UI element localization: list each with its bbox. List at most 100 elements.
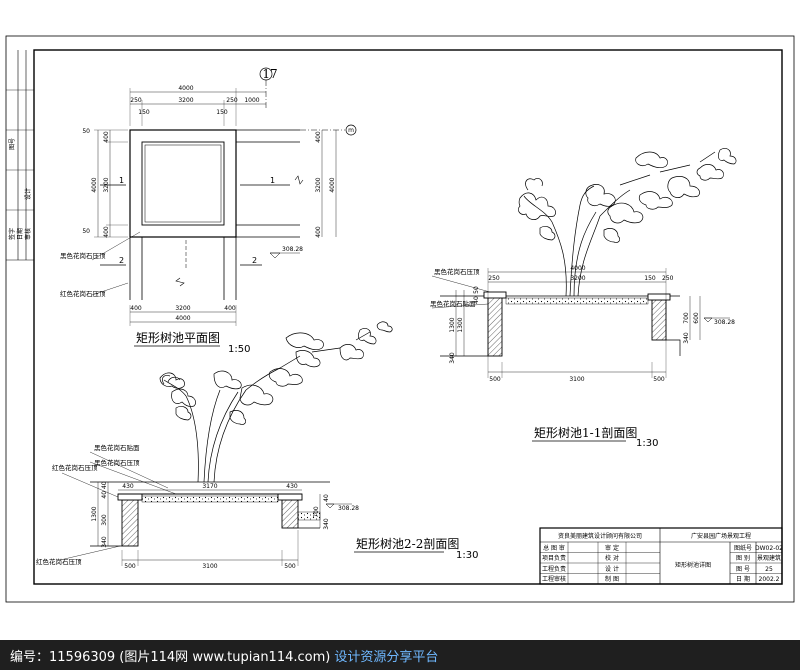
drawing-name: 矩形树池详图	[675, 561, 711, 569]
margin-label: 签字	[8, 228, 16, 240]
tb-value: 景观建筑	[757, 554, 781, 562]
tb-label: 制 图	[605, 575, 619, 583]
dim: 150	[216, 109, 228, 116]
dim: 250	[226, 97, 238, 104]
dim: 40 40	[101, 481, 108, 498]
dim: 1000	[244, 97, 259, 104]
dim: 400	[315, 226, 322, 238]
axis-17-label: 17	[262, 67, 277, 81]
dim: 500	[653, 376, 665, 383]
axis-m-label: m	[348, 127, 354, 134]
section-1-1-texts: 4000 250 3200 150 250 1300 1300 50 40 34…	[430, 265, 735, 449]
dim: 3170	[202, 483, 217, 490]
dim: 250	[662, 275, 674, 282]
label-red-cap: 红色花岗石压顶	[52, 463, 98, 472]
dim: 150	[644, 275, 656, 282]
tb-label: 设 计	[605, 565, 619, 573]
section11-scale: 1:30	[636, 438, 658, 449]
site-link[interactable]: 设计资源分享平台	[334, 649, 439, 665]
tb-label: 审 定	[605, 544, 619, 552]
tree-illustration	[518, 148, 737, 297]
margin-label: 图号	[9, 138, 16, 150]
label-black-cap: 黑色花岗石压顶	[60, 251, 106, 260]
tb-label: 图 号	[736, 566, 750, 573]
dim: 430	[286, 483, 298, 490]
dim: 300	[101, 514, 108, 526]
dim: 40	[323, 494, 330, 502]
dim: 3100	[202, 563, 217, 570]
tb-value: 25	[765, 566, 773, 573]
section-mark: 1	[119, 176, 124, 185]
title-block	[539, 527, 783, 585]
title-block-texts: 资良美丽建筑设计顾问有限公司 广安县园广场景观工程 矩形树池详图 总 图 审 项…	[542, 532, 783, 583]
section11-title: 矩形树池1-1剖面图	[534, 425, 637, 440]
tb-label: 总 图 审	[543, 544, 565, 552]
dim: 400	[224, 305, 236, 312]
dim: 250	[488, 275, 500, 282]
dim: 400	[103, 226, 110, 238]
label-black-cap: 黑色花岗石压顶	[434, 267, 480, 276]
elevation-label: 308.28	[714, 319, 735, 326]
tb-label: 日 期	[736, 575, 750, 583]
dim: 400	[315, 131, 322, 143]
dim: 340	[683, 332, 690, 344]
dim: 4000	[178, 85, 193, 92]
tb-label: 项目负责	[542, 554, 566, 562]
dim: 50	[82, 128, 90, 135]
margin-label: 审核	[24, 228, 32, 240]
tb-label: 图纸号	[734, 544, 752, 552]
dim: 3200	[175, 305, 190, 312]
cad-drawing: 图号 签字 日期 审核 设计	[5, 35, 795, 603]
section-mark: 1	[270, 176, 275, 185]
dim: 600	[693, 312, 700, 324]
tb-label: 图 别	[736, 554, 750, 562]
dim: 3200	[178, 97, 193, 104]
dim: 150	[138, 109, 150, 116]
section-mark: 2	[119, 256, 124, 265]
image-id-text: 编号：11596309 (图片114网 www.tupian114.com)	[10, 649, 331, 665]
dim: 500	[489, 376, 501, 383]
section22-scale: 1:30	[456, 550, 478, 561]
dim: 1300	[457, 317, 464, 332]
elevation-label: 308.28	[282, 246, 303, 253]
dim: 3100	[569, 376, 584, 383]
dim: 500	[284, 563, 296, 570]
outer-frame	[5, 35, 795, 603]
label-red-cap: 红色花岗石压顶	[36, 557, 82, 566]
dim: 50	[82, 228, 90, 235]
section22-title: 矩形树池2-2剖面图	[356, 536, 459, 551]
section-mark: 2	[252, 256, 257, 265]
dim: 3200	[315, 177, 322, 192]
dim: 1300	[449, 317, 456, 332]
dim: 250	[130, 97, 142, 104]
dim: 40	[473, 296, 480, 304]
dim: 3200	[570, 275, 585, 282]
label-black-face: 黑色花岗石贴面	[94, 443, 140, 452]
inner-frame	[33, 49, 783, 585]
drawing-sheet: 图号 签字 日期 审核 设计	[5, 35, 795, 603]
section-2-2	[59, 451, 352, 566]
watermark-footer: 编号：11596309 (图片114网 www.tupian114.com) 设…	[0, 640, 800, 670]
dim: 700	[683, 312, 690, 324]
tb-value: 2002.2	[759, 576, 780, 583]
label-red-cap: 红色花岗石压顶	[60, 289, 106, 298]
elevation-label: 308.28	[338, 505, 359, 512]
dim: 400	[103, 131, 110, 143]
dim: 50	[473, 286, 480, 294]
plan-view	[91, 67, 357, 326]
dim: 4000	[570, 265, 585, 272]
dim: 1300	[91, 506, 98, 521]
tb-value: DW02-02	[755, 545, 783, 552]
project-name: 广安县园广场景观工程	[691, 532, 751, 540]
dim: 430	[122, 483, 134, 490]
margin-label: 日期	[16, 228, 24, 240]
company-name: 资良美丽建筑设计顾问有限公司	[558, 532, 642, 540]
dim: 700	[313, 506, 320, 518]
dim: 400	[130, 305, 142, 312]
plan-title: 矩形树池平面图	[136, 330, 220, 345]
plan-scale: 1:50	[228, 344, 250, 355]
dim: 500	[124, 563, 136, 570]
section-1-1	[431, 268, 730, 378]
dim: 340	[101, 536, 108, 548]
dim: 3200	[103, 177, 110, 192]
